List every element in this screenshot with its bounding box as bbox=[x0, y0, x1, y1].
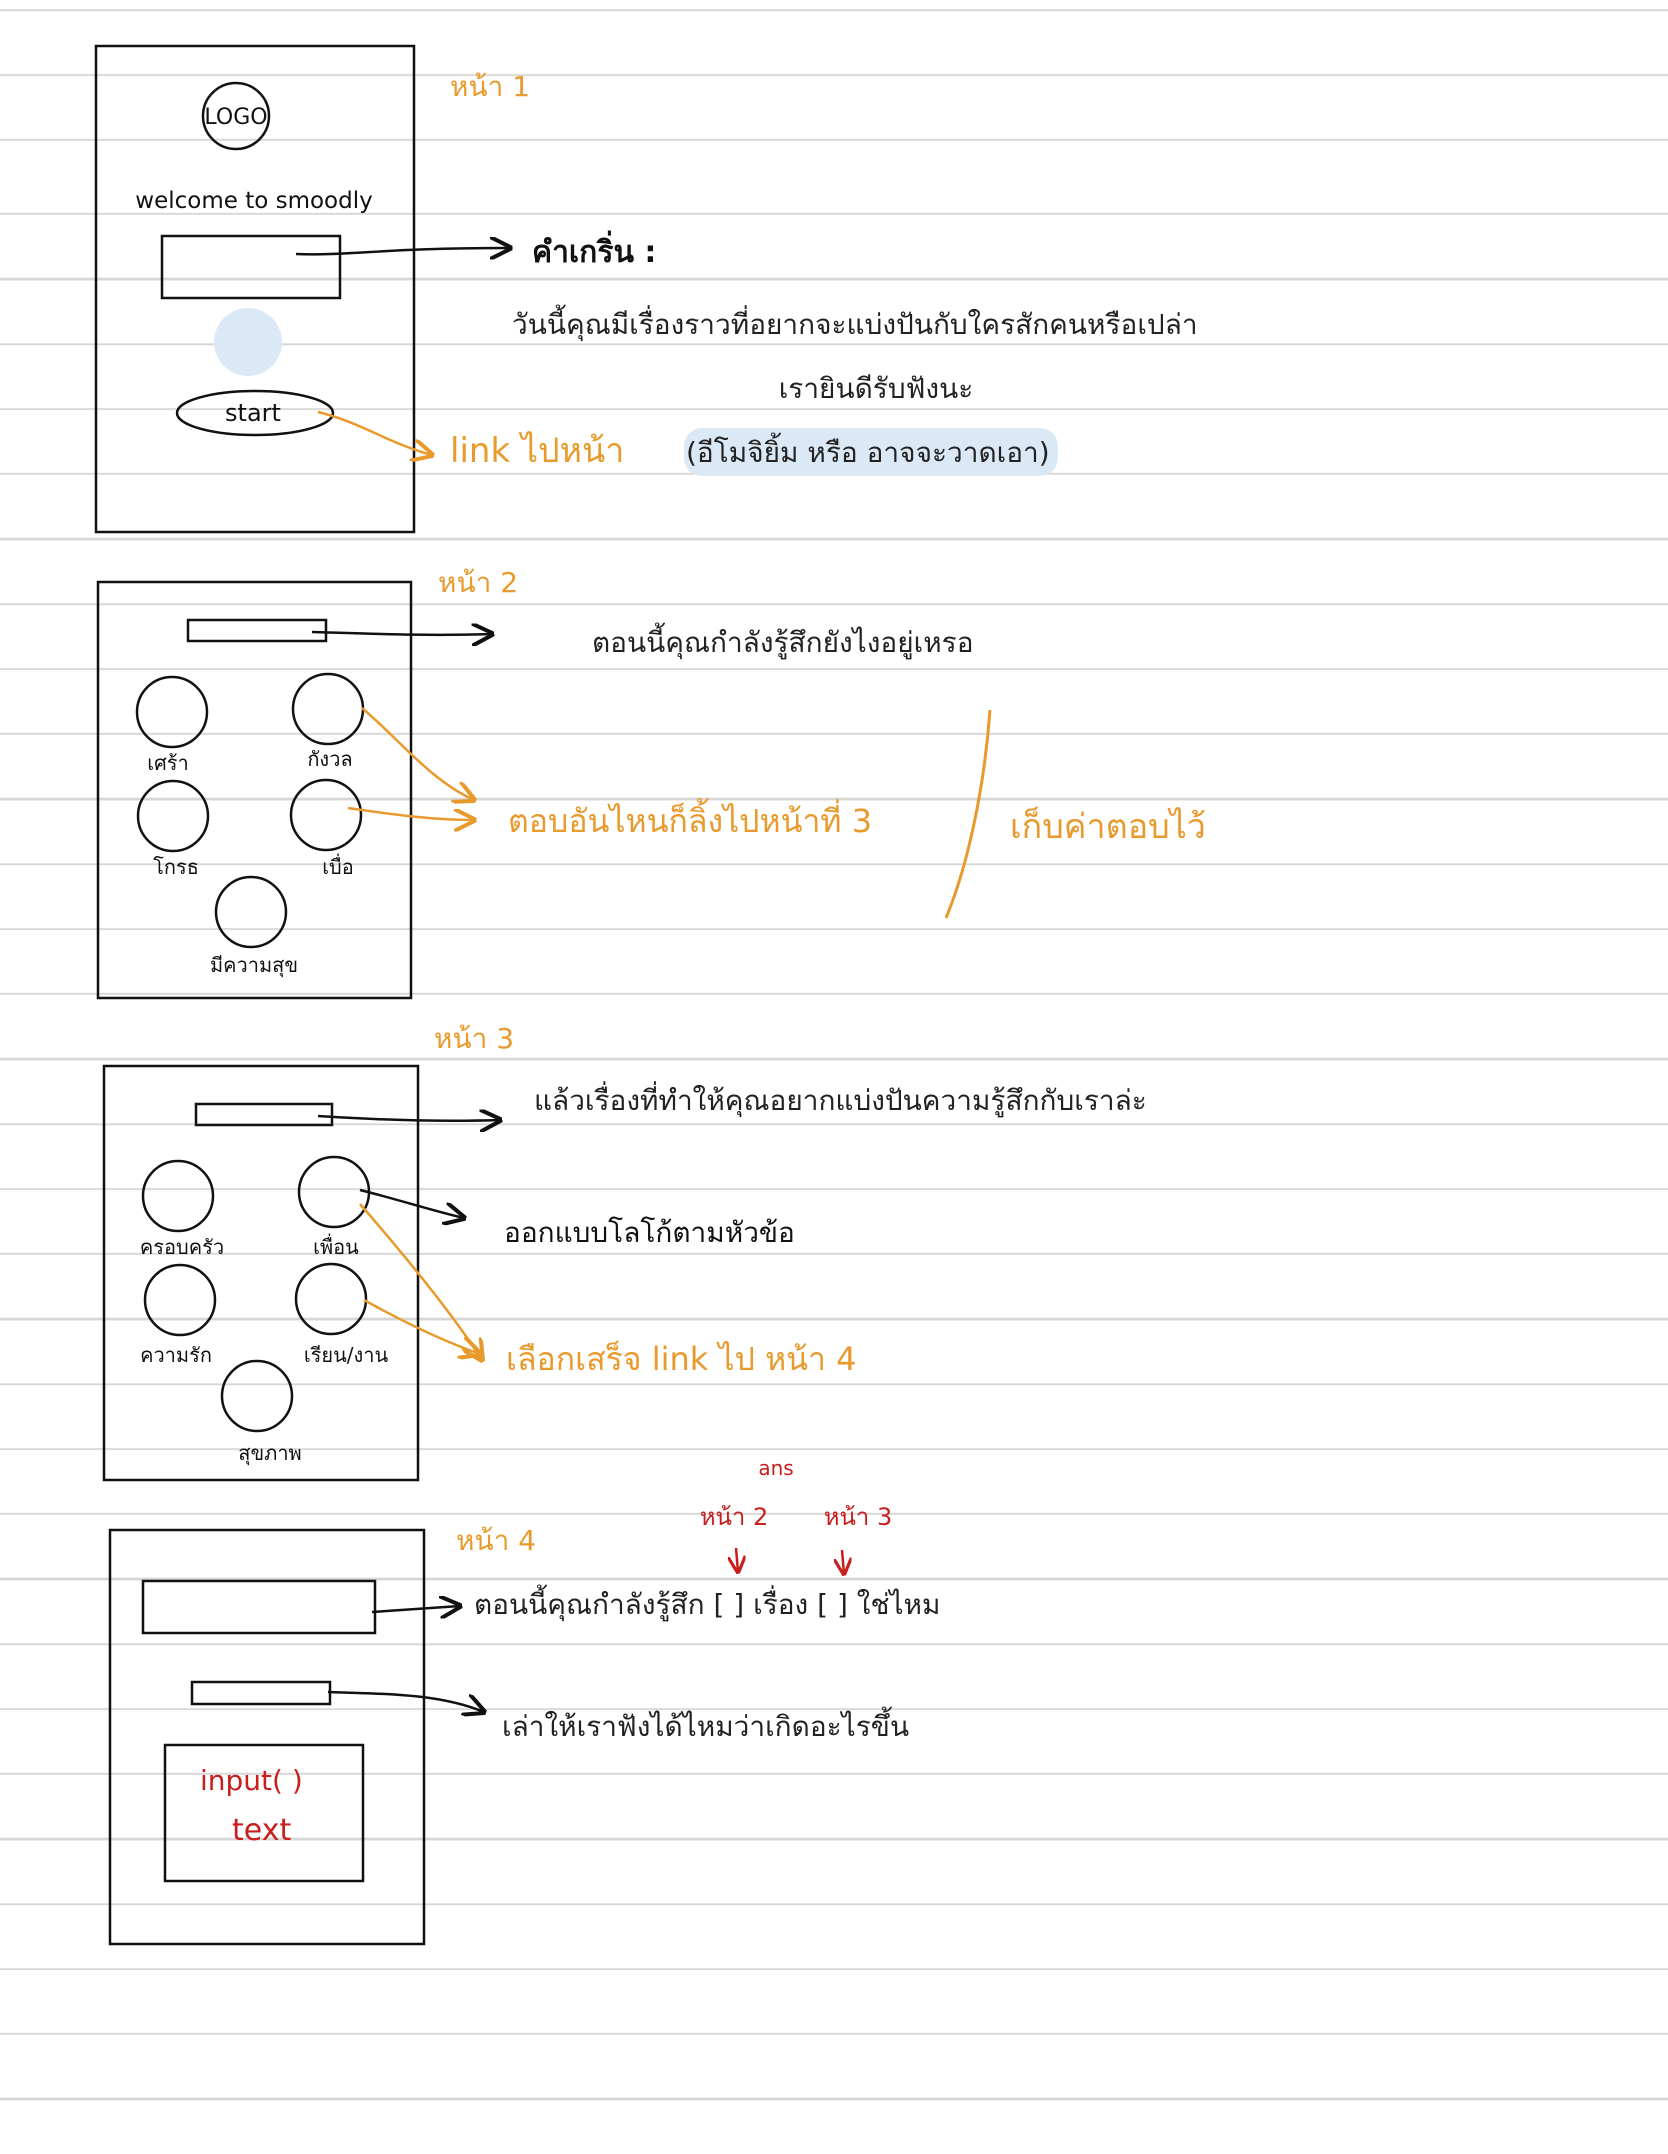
page2-store-note: เก็บค่าตอบไว้ bbox=[1010, 806, 1206, 847]
page4-question-arrow bbox=[371, 1606, 460, 1612]
page2-mood-label: เบื่อ bbox=[322, 853, 354, 879]
page3-friends-arrow bbox=[359, 1188, 464, 1218]
page3-question-arrow bbox=[317, 1116, 500, 1121]
page1-label: หน้า 1 bbox=[450, 70, 530, 103]
page3-phone-frame bbox=[102, 1064, 420, 1482]
page4-ref-arrow-2 bbox=[842, 1549, 844, 1574]
page1-note-highlight bbox=[684, 428, 1058, 476]
page2-orange-arrow-2 bbox=[347, 806, 474, 820]
page4-input-line2: text bbox=[232, 1813, 291, 1848]
page1-greeting-title: คำเกริ่น : bbox=[532, 230, 656, 270]
page4-phone-frame bbox=[108, 1528, 426, 1946]
page3-label: หน้า 3 bbox=[434, 1022, 514, 1055]
page1-greeting-box[interactable] bbox=[160, 234, 342, 300]
page3-question: แล้วเรื่องที่ทำให้คุณอยากแบ่งปันความรู้ส… bbox=[534, 1081, 1147, 1118]
page2-label: หน้า 2 bbox=[438, 566, 518, 599]
page4-input-line1: input( ) bbox=[200, 1764, 303, 1797]
page1-greeting-note: (อีโมจิยิ้ม หรือ อาจจะวาดเอา) bbox=[686, 432, 1050, 469]
page2-mood-angry[interactable] bbox=[136, 779, 210, 853]
page2-mood-bored[interactable] bbox=[289, 778, 363, 852]
page1-start-arrow bbox=[317, 410, 432, 455]
page4-ref-page3: หน้า 3 bbox=[824, 1503, 893, 1531]
page3-topic-label: สุขภาพ bbox=[238, 1441, 301, 1466]
page1-wireframe: LOGO welcome to smoodly start bbox=[94, 44, 416, 534]
page3-topic-family[interactable] bbox=[141, 1159, 215, 1233]
page1-greeting-line1: วันนี้คุณมีเรื่องราวที่อยากจะแบ่งปันกับใ… bbox=[512, 304, 1198, 342]
page1-start-button[interactable] bbox=[175, 389, 335, 437]
page3-orange-arrow-1 bbox=[359, 1203, 482, 1360]
page3-topic-label: เพื่อน bbox=[313, 1233, 359, 1259]
page2-mood-sad[interactable] bbox=[135, 675, 209, 749]
page1-emoji-blob bbox=[214, 308, 282, 376]
page2-question-bar bbox=[186, 618, 328, 643]
page4-text-input[interactable] bbox=[163, 1743, 365, 1883]
page4-ref-arrow-1 bbox=[736, 1547, 738, 1572]
page1-logo-circle bbox=[201, 81, 271, 151]
page2-mood-label: เศร้า bbox=[147, 751, 189, 775]
page1-logo-text: LOGO bbox=[204, 105, 267, 130]
page2-mood-happy[interactable] bbox=[214, 875, 288, 949]
page1-greeting-line2: เรายินดีรับฟังนะ bbox=[779, 372, 974, 405]
page2-wireframe: เศร้า กังวล โกรธ เบื่อ มีความสุข bbox=[96, 580, 413, 1000]
page3-wireframe: ครอบครัว เพื่อน ความรัก เรียน/งาน สุขภาพ bbox=[102, 1064, 420, 1482]
page2-mood-label: มีความสุข bbox=[210, 953, 298, 978]
page1-phone-frame bbox=[94, 44, 416, 534]
page4-ans-note: ans bbox=[758, 1456, 793, 1480]
page4-question: ตอนนี้คุณกำลังรู้สึก [ ] เรื่อง [ ] ใช่ไ… bbox=[474, 1584, 940, 1622]
page3-design-note: ออกแบบโลโก้ตามหัวข้อ bbox=[504, 1216, 795, 1249]
page1-greeting-arrow bbox=[295, 248, 510, 254]
page2-question: ตอนนี้คุณกำลังรู้สึกยังไงอยู่เหรอ bbox=[592, 622, 974, 660]
page2-mood-worried[interactable] bbox=[291, 672, 365, 746]
page3-topic-label: ความรัก bbox=[140, 1343, 212, 1367]
page2-phone-frame bbox=[96, 580, 413, 1000]
page2-mood-label: โกรธ bbox=[153, 855, 199, 879]
page3-link-note: เลือกเสร็จ link ไป หน้า 4 bbox=[506, 1340, 857, 1378]
page2-question-arrow bbox=[311, 632, 492, 635]
page2-orange-arrow-1 bbox=[361, 707, 474, 800]
page1-welcome-text: welcome to smoodly bbox=[135, 188, 372, 214]
page4-question-box bbox=[141, 1579, 377, 1635]
page3-topic-health[interactable] bbox=[220, 1359, 294, 1433]
page2-divider-stroke bbox=[944, 709, 992, 919]
page4-label: หน้า 4 bbox=[456, 1524, 536, 1557]
page1-start-label: start bbox=[225, 399, 281, 427]
page3-topic-study-work[interactable] bbox=[294, 1262, 368, 1336]
page4-prompt-arrow bbox=[327, 1690, 484, 1712]
page3-question-bar bbox=[194, 1102, 334, 1127]
page3-topic-love[interactable] bbox=[143, 1263, 217, 1337]
page2-mood-label: กังวล bbox=[307, 747, 352, 771]
page4-prompt: เล่าให้เราฟังได้ไหมว่าเกิดอะไรขึ้น bbox=[502, 1706, 909, 1743]
page2-link-note: ตอบอันไหนก็ลิ้งไปหน้าที่ 3 bbox=[508, 798, 872, 840]
page1-link-note: link ไปหน้า bbox=[450, 431, 624, 471]
page3-topic-label: ครอบครัว bbox=[140, 1235, 224, 1259]
page3-topic-friends[interactable] bbox=[297, 1155, 371, 1229]
page3-orange-arrow-2 bbox=[363, 1298, 480, 1354]
page4-wireframe: input( ) text bbox=[108, 1528, 426, 1946]
page4-ref-page2: หน้า 2 bbox=[700, 1503, 769, 1531]
page3-topic-label: เรียน/งาน bbox=[304, 1343, 389, 1367]
page4-prompt-bar bbox=[190, 1680, 332, 1706]
